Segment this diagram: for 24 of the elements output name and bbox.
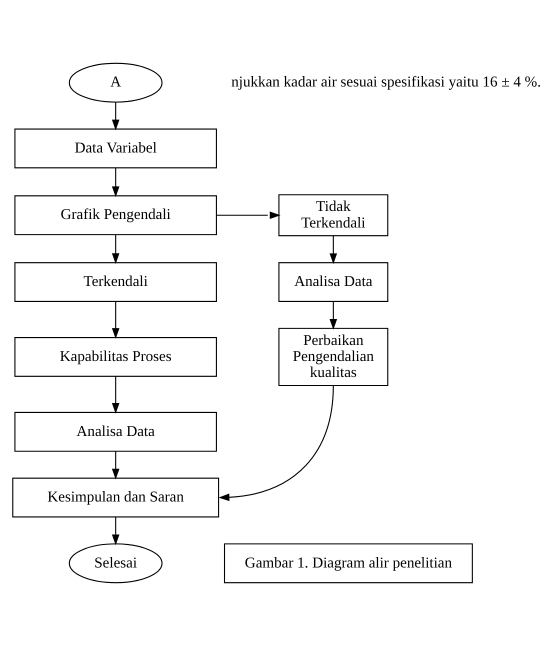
arrow xyxy=(112,102,120,130)
node-box: Data Variabel xyxy=(14,128,217,168)
node-box: Perbaikan Pengendalian kualitas xyxy=(278,327,388,386)
arrow xyxy=(112,167,120,197)
node-box: Terkendali xyxy=(14,262,217,302)
arrow xyxy=(112,300,120,338)
arrow xyxy=(112,516,120,545)
arrow xyxy=(112,376,120,414)
node-box: Kapabilitas Proses xyxy=(14,336,217,376)
arrow xyxy=(330,300,338,330)
label: njukkan kadar air sesuai spesifikasi yaitu 16 ± 4 %. xyxy=(231,74,542,90)
node-box: Gambar 1. Diagram alir penelitian xyxy=(224,542,473,583)
node-box: Grafik Pengendali xyxy=(14,194,217,235)
node-box: Tidak Terkendali xyxy=(278,194,388,236)
arrow xyxy=(330,235,338,264)
node-box: Analisa Data xyxy=(14,411,217,452)
arrow xyxy=(112,450,120,480)
node-ellipse: A xyxy=(68,62,163,102)
arrow xyxy=(218,384,334,501)
node-box: Kesimpulan dan Saran xyxy=(12,477,220,517)
arrow xyxy=(112,234,120,264)
arrow xyxy=(216,210,281,219)
node-ellipse: Selesai xyxy=(68,542,163,583)
node-box: Analisa Data xyxy=(278,262,388,302)
